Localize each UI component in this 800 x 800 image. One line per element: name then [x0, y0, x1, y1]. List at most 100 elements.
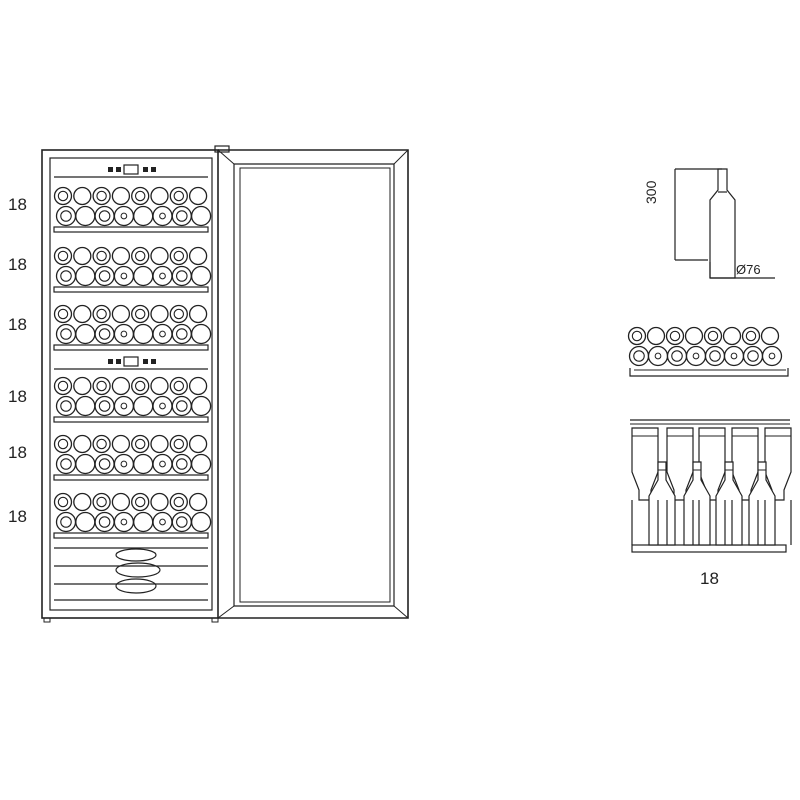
- bottle-end-outline: [169, 186, 188, 206]
- bottle-end-outline: [150, 304, 169, 324]
- bottle-end-outline: [150, 246, 169, 266]
- bottle-body: [764, 427, 792, 501]
- bottle-end: [704, 345, 726, 367]
- bottle-end: [131, 304, 150, 324]
- bottle-end-outline: [92, 492, 111, 512]
- bottle-end: [190, 395, 212, 417]
- bottle-end-outline: [53, 246, 73, 266]
- bottle-end-ring: [173, 308, 185, 320]
- bottle-end: [761, 345, 783, 367]
- bottle-end-neck: [159, 272, 166, 280]
- bottle-end-outline: [742, 345, 764, 367]
- bottle-end-outline: [75, 323, 96, 345]
- bottle-end-outline: [111, 434, 131, 454]
- bottle-end-ring: [60, 516, 72, 528]
- bottle-end-outline: [647, 345, 669, 367]
- bottle-end-ring: [173, 496, 185, 508]
- bottle-end: [190, 265, 212, 287]
- bottle-end-outline: [94, 205, 115, 227]
- bottle-outline: [709, 168, 736, 279]
- bottle-end: [92, 376, 111, 396]
- bottle-end: [188, 246, 208, 266]
- bottle-end: [152, 265, 173, 287]
- bottle-end-outline: [73, 434, 92, 454]
- bottle-end-ring: [96, 250, 107, 262]
- bottle-end: [760, 326, 780, 346]
- bottle-end-outline: [113, 323, 135, 345]
- bottle-end-ring: [98, 270, 111, 282]
- door-bevel: [233, 163, 395, 607]
- bottle-end-outline: [723, 345, 745, 367]
- bottle-end: [171, 205, 192, 227]
- bottle-end: [94, 265, 115, 287]
- bottle-end-ring: [98, 516, 111, 528]
- bottle-end-outline: [92, 246, 111, 266]
- bottle-end: [665, 326, 685, 346]
- bottle-end: [133, 323, 154, 345]
- bottle-end-ring: [57, 308, 69, 320]
- open-door: [217, 149, 409, 619]
- bottle-end-outline: [53, 376, 73, 396]
- bottle-end: [92, 186, 111, 206]
- panel-indicator: [108, 359, 113, 364]
- bottle-end-ring: [98, 458, 111, 470]
- inverted-bottle: [715, 461, 743, 546]
- panel-indicator: [151, 359, 156, 364]
- bottle-end-neck: [730, 352, 738, 360]
- bottle-end: [131, 492, 150, 512]
- bottle-end: [53, 304, 73, 324]
- lying-bottle: [115, 562, 161, 578]
- bottle-end-ring: [134, 250, 146, 262]
- bottle-end: [92, 492, 111, 512]
- shelf-rail: [53, 532, 209, 539]
- shelf-front-view: [630, 419, 792, 553]
- bottle-end-outline: [188, 376, 208, 396]
- front-bottom-rail: [631, 544, 787, 553]
- bottle-end-outline: [53, 304, 73, 324]
- bottle-end: [188, 376, 208, 396]
- bottle-end-ring: [134, 380, 146, 392]
- bottle-end-outline: [113, 453, 135, 475]
- panel-indicator: [116, 167, 121, 172]
- bottle-end-outline: [55, 395, 77, 417]
- bottle-end-ring: [57, 496, 69, 508]
- bottle-end-neck: [159, 212, 166, 220]
- bottle-end-outline: [150, 186, 169, 206]
- bottle-end-ring: [176, 400, 188, 412]
- bottle-end-outline: [53, 434, 73, 454]
- bottle-end: [150, 304, 169, 324]
- bottle-end-outline: [94, 323, 115, 345]
- bottle-end: [152, 395, 173, 417]
- panel-indicator: [143, 167, 148, 172]
- shelf-capacity-label: 18: [8, 443, 27, 462]
- shelf-rail: [53, 226, 209, 233]
- bottle-end: [94, 323, 115, 345]
- bottle-end: [171, 395, 192, 417]
- door-glass: [239, 167, 391, 603]
- bottle-end-outline: [131, 186, 150, 206]
- bottle-end-outline: [131, 376, 150, 396]
- bottle-end: [169, 304, 188, 324]
- bottle-end: [190, 323, 212, 345]
- bottle-end: [646, 326, 666, 346]
- bottle-end: [685, 345, 707, 367]
- bottle-end: [133, 453, 154, 475]
- bottle-end-ring: [176, 210, 188, 222]
- shelf-capacity-label: 18: [8, 507, 27, 526]
- bottle-end: [150, 434, 169, 454]
- bottle-end: [53, 434, 73, 454]
- bottle-end: [113, 265, 135, 287]
- door-bevel-corner: [393, 149, 409, 165]
- bottle-end: [92, 434, 111, 454]
- bottle-end: [94, 205, 115, 227]
- bottle-end: [75, 323, 96, 345]
- bottle-end-outline: [131, 246, 150, 266]
- bottle-end-outline: [171, 205, 192, 227]
- bottle-end-ring: [176, 328, 188, 340]
- bottle-end: [113, 511, 135, 533]
- bottle-end-outline: [111, 304, 131, 324]
- door-bevel-corner: [217, 149, 235, 165]
- bottle-end: [684, 326, 704, 346]
- bottle-end: [152, 205, 173, 227]
